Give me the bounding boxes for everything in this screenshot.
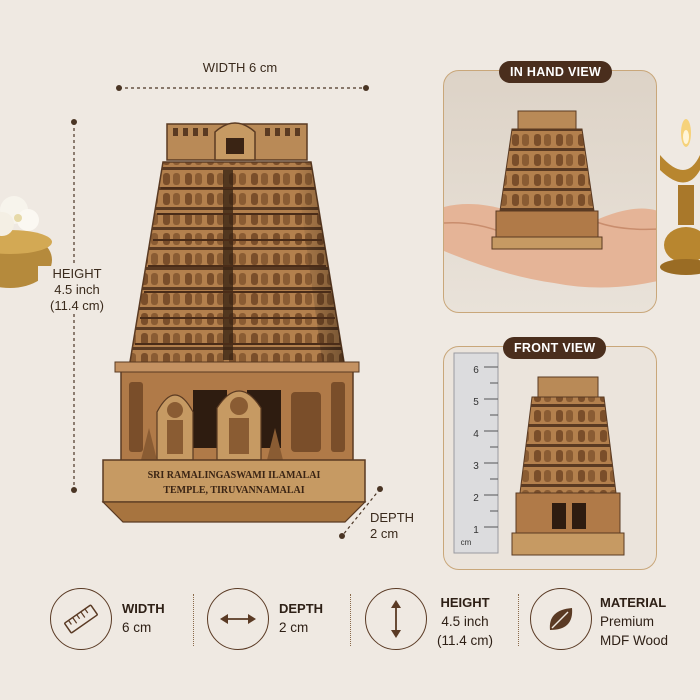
brass-bowl-flowers-decoration	[0, 196, 52, 288]
depth-dimension-line	[339, 486, 383, 539]
in-hand-view-tag: IN HAND VIEW	[499, 61, 613, 83]
plaque-line-2: TEMPLE, TIRUVANNAMALAI	[163, 485, 304, 496]
feature-material-value: Premium	[600, 614, 655, 629]
feature-material-value-2: MDF Wood	[600, 633, 669, 648]
height-inch: 4.5 inch	[54, 282, 100, 297]
feature-divider	[193, 594, 194, 646]
feature-material-title: MATERIAL	[600, 595, 667, 610]
ruler-icon	[50, 588, 112, 650]
vertical-arrow-icon	[365, 588, 427, 650]
ruler-number-5: 5	[473, 397, 479, 408]
feature-depth-title: DEPTH	[279, 601, 324, 616]
width-dimension-label: WIDTH 6 cm	[202, 60, 278, 75]
feature-material: MATERIAL Premium MDF Wood	[530, 585, 680, 655]
front-view-photo: 6 5 4 3 2 1 cm	[453, 352, 625, 556]
ruler-number-3: 3	[473, 461, 479, 472]
ruler-number-1: 1	[473, 525, 479, 536]
feature-width-value: 6 cm	[122, 620, 152, 635]
leaf-icon	[530, 588, 592, 650]
height-dimension-label: HEIGHT 4.5 inch (11.4 cm)	[38, 266, 116, 314]
feature-divider	[350, 594, 351, 646]
feature-divider	[518, 594, 519, 646]
feature-depth: DEPTH 2 cm	[207, 585, 337, 655]
depth-title: DEPTH	[370, 510, 415, 525]
front-view-panel: 6 5 4 3 2 1 cm	[443, 346, 657, 570]
brass-lamp-decoration	[660, 119, 700, 275]
feature-height-title: HEIGHT	[440, 595, 490, 610]
front-view-tag: FRONT VIEW	[503, 337, 607, 359]
height-title: HEIGHT	[52, 266, 102, 281]
plaque-line-1: SRI RAMALINGASWAMI ILAMALAI	[148, 470, 321, 481]
ruler-unit: cm	[461, 538, 472, 547]
feature-width: WIDTH 6 cm	[50, 585, 180, 655]
hand-holding-temple-photo	[444, 110, 656, 288]
feature-width-title: WIDTH	[122, 601, 165, 616]
ruler-number-6: 6	[473, 365, 479, 376]
feature-height-value-cm: (11.4 cm)	[437, 633, 494, 648]
feature-height: HEIGHT 4.5 inch (11.4 cm)	[365, 585, 515, 655]
width-dimension-line	[116, 85, 369, 91]
depth-dimension-label: DEPTH 2 cm	[370, 510, 430, 542]
in-hand-view-panel	[443, 70, 657, 313]
temple-gopuram-model: SRI RAMALINGASWAMI ILAMALAI TEMPLE, TIRU…	[101, 122, 367, 523]
feature-height-value: 4.5 inch	[441, 614, 489, 629]
height-cm: (11.4 cm)	[50, 298, 104, 313]
horizontal-arrow-icon	[207, 588, 269, 650]
ruler-number-4: 4	[473, 429, 479, 440]
depth-cm: 2 cm	[370, 526, 399, 541]
height-dimension-line	[71, 119, 77, 493]
ruler-number-2: 2	[473, 493, 479, 504]
feature-depth-value: 2 cm	[279, 620, 309, 635]
